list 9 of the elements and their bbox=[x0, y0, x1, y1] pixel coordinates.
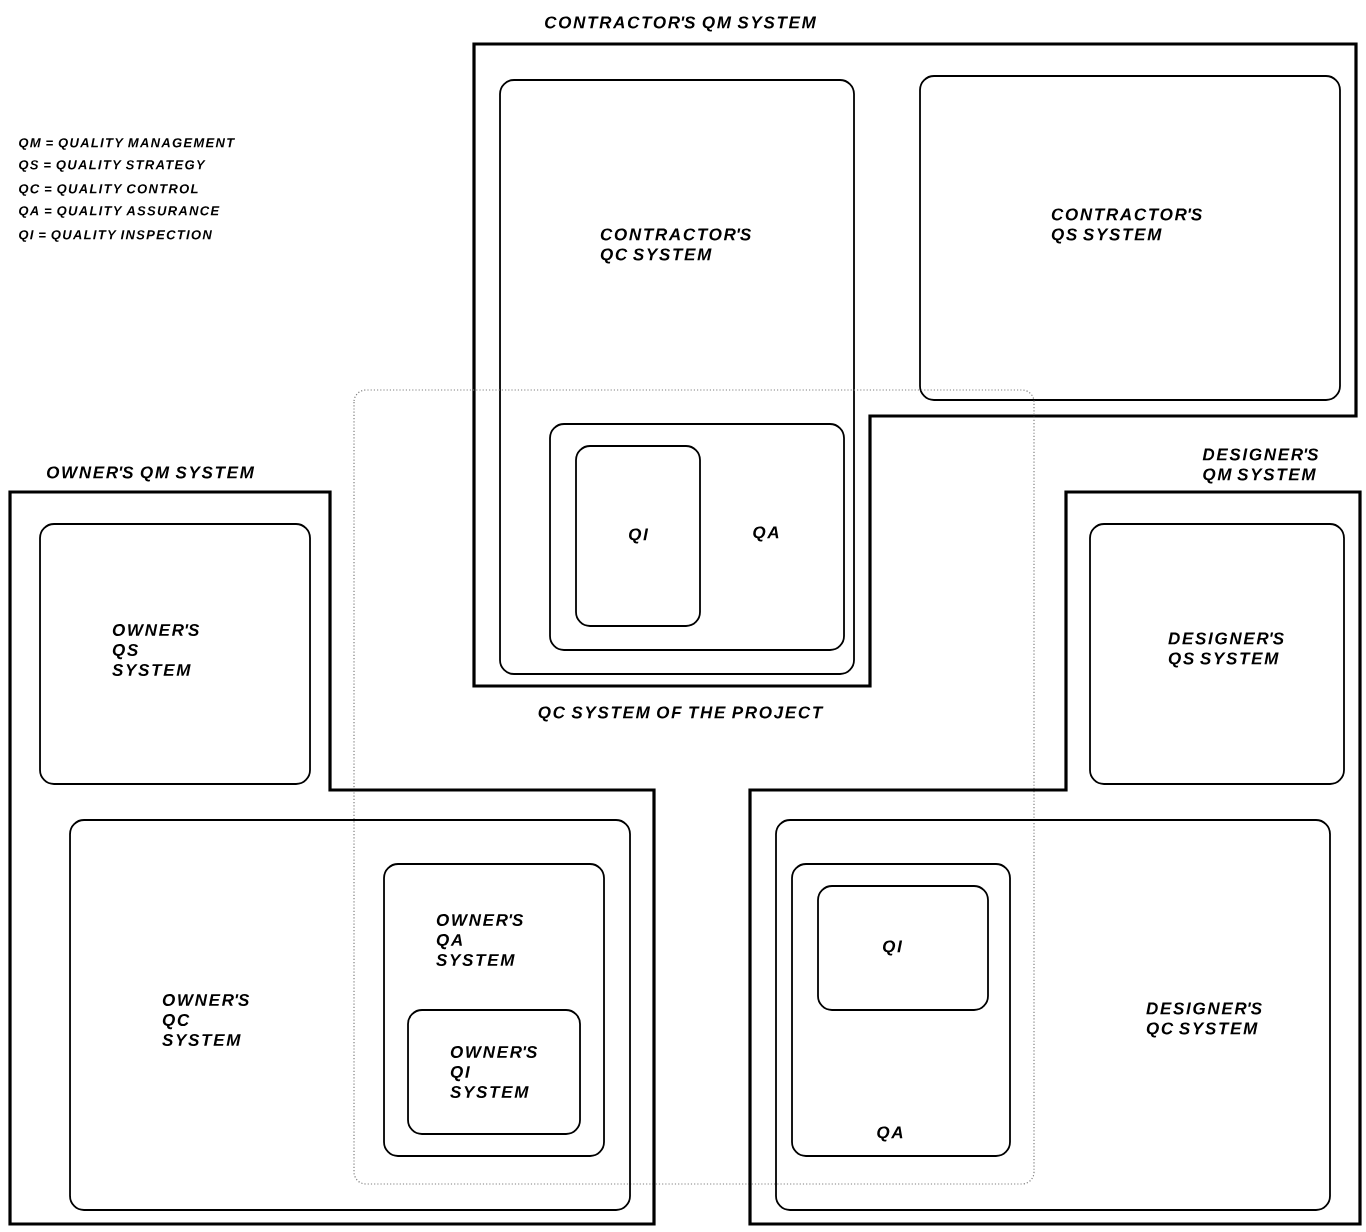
system-box: QI bbox=[817, 885, 989, 1011]
system-box: DESIGNER'S QS SYSTEM bbox=[1089, 523, 1345, 785]
node-label: CONTRACTOR'S QM SYSTEM bbox=[545, 16, 817, 32]
system-box: CONTRACTOR'S QS SYSTEM bbox=[919, 75, 1341, 401]
system-box: OWNER'S QI SYSTEM bbox=[407, 1009, 581, 1135]
system-box: OWNER'S QS SYSTEM bbox=[39, 523, 311, 785]
system-box: QI bbox=[575, 445, 701, 627]
node-label: OWNER'S QM SYSTEM bbox=[47, 466, 255, 482]
node-label: DESIGNER'S QM SYSTEM bbox=[1202, 448, 1319, 484]
